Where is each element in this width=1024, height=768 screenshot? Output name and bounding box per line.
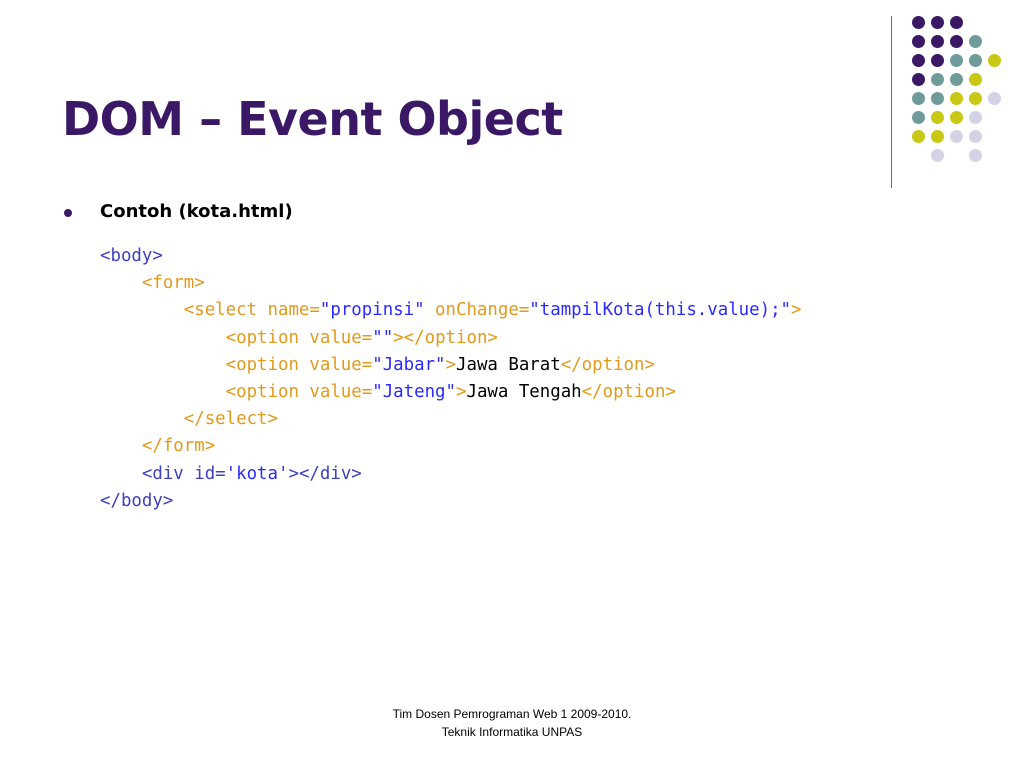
footer-line-1: Tim Dosen Pemrograman Web 1 2009-2010. (392, 707, 632, 721)
decorative-dot (988, 92, 1001, 105)
code-token: > (456, 381, 467, 402)
code-token: <option value= (100, 381, 373, 402)
code-token: "" (372, 327, 394, 348)
code-token: <option value= (100, 354, 373, 375)
bullet-text: Contoh (kota.html) (100, 201, 293, 222)
code-token: <option value= (100, 327, 373, 348)
decorative-dot (969, 92, 982, 105)
code-token: ></div> (288, 463, 362, 484)
code-token: 'kota' (225, 463, 289, 484)
decorative-dot (969, 35, 982, 48)
decorative-dot (931, 111, 944, 124)
decorative-dot (912, 54, 925, 67)
code-line: <select name="propinsi" onChange="tampil… (100, 297, 802, 324)
decorative-dot (950, 92, 963, 105)
code-token: Jawa Barat (456, 354, 561, 375)
code-token: "Jateng" (372, 381, 456, 402)
code-line: <option value="Jateng">Jawa Tengah</opti… (100, 379, 802, 406)
code-line: </select> (100, 406, 802, 433)
decorative-dot (912, 35, 925, 48)
code-token: </body> (100, 490, 174, 511)
decorative-dot (950, 35, 963, 48)
code-line: <body> (100, 243, 802, 270)
code-line: <form> (100, 270, 802, 297)
decorative-dot (912, 130, 925, 143)
code-line: </body> (100, 488, 802, 515)
decorative-dot (950, 73, 963, 86)
decorative-dot (912, 73, 925, 86)
code-token: <div id= (100, 463, 226, 484)
decorative-dot (931, 130, 944, 143)
code-token: <select name= (100, 300, 320, 321)
vertical-divider (891, 16, 892, 188)
code-token: <body> (100, 246, 163, 266)
decorative-dot (931, 54, 944, 67)
code-token: ></option> (393, 327, 498, 348)
decorative-dot (969, 149, 982, 162)
slide-title: DOM – Event Object (62, 92, 563, 146)
decorative-dot (931, 149, 944, 162)
decorative-dot (931, 92, 944, 105)
decorative-dot (931, 16, 944, 29)
decorative-dot (912, 16, 925, 29)
decorative-dot (969, 130, 982, 143)
code-token: <form> (100, 273, 205, 294)
decorative-dot (950, 111, 963, 124)
code-line: <option value="Jabar">Jawa Barat</option… (100, 352, 802, 379)
decorative-dot (912, 92, 925, 105)
code-token: Jawa Tengah (466, 381, 582, 402)
code-token: </select> (100, 409, 278, 430)
bullet-icon (64, 209, 72, 217)
decorative-dot (931, 73, 944, 86)
code-block: <body> <form> <select name="propinsi" on… (100, 243, 802, 515)
slide-footer: Tim Dosen Pemrograman Web 1 2009-2010. T… (300, 705, 724, 741)
decorative-dot (988, 54, 1001, 67)
decorative-dot (969, 54, 982, 67)
decorative-dot (950, 54, 963, 67)
footer-line-2: Teknik Informatika UNPAS (441, 725, 583, 739)
code-line: </form> (100, 433, 802, 460)
decorative-dot (969, 73, 982, 86)
code-token: </form> (100, 436, 216, 457)
code-line: <div id='kota'></div> (100, 461, 802, 488)
code-line: <option value=""></option> (100, 325, 802, 352)
decorative-dot (950, 130, 963, 143)
decorative-dot (969, 111, 982, 124)
code-token: "tampilKota(this.value);" (529, 300, 792, 321)
code-token: </option> (560, 354, 655, 375)
code-token: "Jabar" (372, 354, 446, 375)
code-token: "propinsi" (319, 300, 425, 321)
code-token: </option> (581, 381, 676, 402)
decorative-dot (950, 16, 963, 29)
code-token: > (445, 354, 457, 375)
code-token: onChange= (424, 300, 530, 321)
decorative-dot (931, 35, 944, 48)
decorative-dot (912, 111, 925, 124)
code-token: > (791, 300, 802, 321)
